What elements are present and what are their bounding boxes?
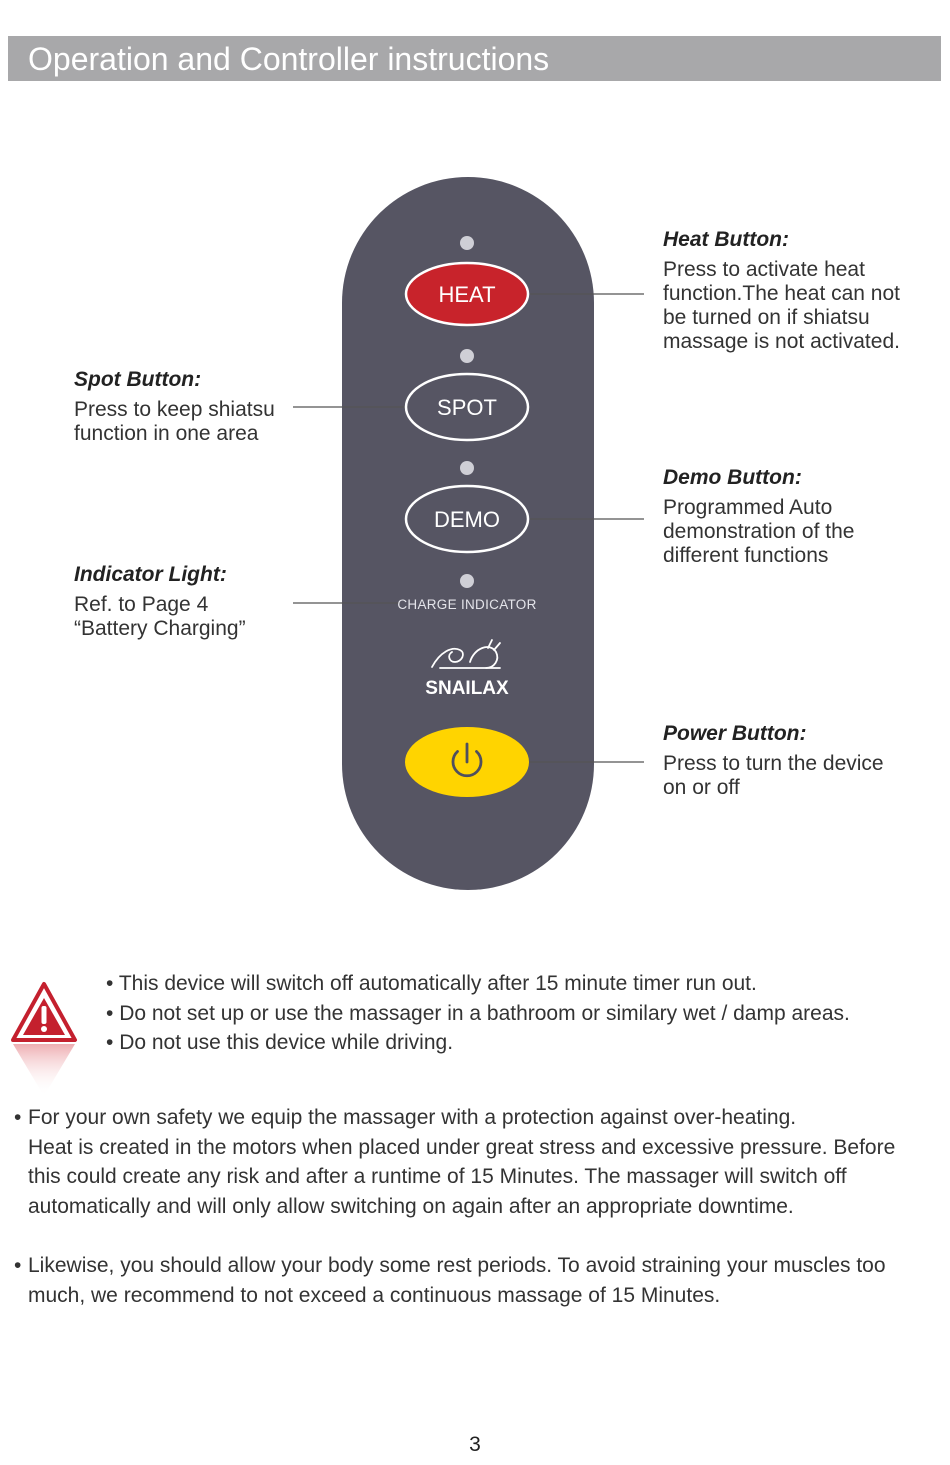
snail-logo-icon [431,639,501,669]
leader-lines [293,293,644,763]
demo-button-label: DEMO [434,507,500,532]
power-callout: Power Button: Press to turn the device o… [663,722,943,800]
demo-callout-title: Demo Button: [663,466,802,489]
warning-item: Do not set up or use the massager in a b… [106,999,926,1029]
header-bar: Operation and Controller instructions [8,36,941,81]
indicator-light-heat [460,236,474,250]
warning-item: Do not use this device while driving. [106,1028,926,1058]
spot-callout: Spot Button: Press to keep shiatsu funct… [74,368,294,446]
warning-triangle-icon [11,982,77,1096]
charge-indicator-label: CHARGE INDICATOR [397,597,536,612]
heat-button[interactable]: HEAT [404,261,530,327]
heat-button-label: HEAT [438,282,495,307]
indicator-callout: Indicator Light: Ref. to Page 4 “Battery… [74,563,294,641]
power-button[interactable] [405,727,529,797]
power-icon [451,742,483,778]
heat-callout-description: Press to activate heat function.The heat… [663,258,900,353]
remote-illustration: HEAT SPOT DEMO CHARGE INDICATOR SNAILAX [293,177,644,890]
safety-paragraph-text: For your own safety we equip the massage… [28,1106,896,1218]
heat-callout: Heat Button: Press to activate heat func… [663,228,943,354]
indicator-light-spot [460,349,474,363]
indicator-light-charge [460,574,474,588]
spot-callout-description: Press to keep shiatsu function in one ar… [74,398,275,445]
rest-paragraph: • Likewise, you should allow your body s… [14,1251,939,1310]
power-callout-description: Press to turn the device on or off [663,752,884,799]
brand-name: SNAILAX [425,678,509,699]
demo-callout-description: Programmed Auto demonstration of the dif… [663,496,855,567]
demo-button[interactable]: DEMO [404,484,530,554]
warning-list: This device will switch off automaticall… [106,969,926,1058]
spot-button-label: SPOT [437,395,497,420]
indicator-callout-title: Indicator Light: [74,563,227,586]
page-number: 3 [469,1433,481,1456]
safety-paragraph: • For your own safety we equip the massa… [14,1103,939,1221]
bullet: • [14,1254,22,1277]
bullet: • [14,1106,22,1129]
indicator-light-demo [460,461,474,475]
warning-item: This device will switch off automaticall… [106,969,926,999]
rest-paragraph-text: Likewise, you should allow your body som… [28,1254,886,1307]
indicator-callout-description: Ref. to Page 4 “Battery Charging” [74,593,246,640]
spot-callout-title: Spot Button: [74,368,202,391]
demo-callout: Demo Button: Programmed Auto demonstrati… [663,466,943,568]
heat-callout-title: Heat Button: [663,228,789,251]
power-callout-title: Power Button: [663,722,807,745]
page-title: Operation and Controller instructions [28,41,550,77]
spot-button[interactable]: SPOT [404,372,530,442]
